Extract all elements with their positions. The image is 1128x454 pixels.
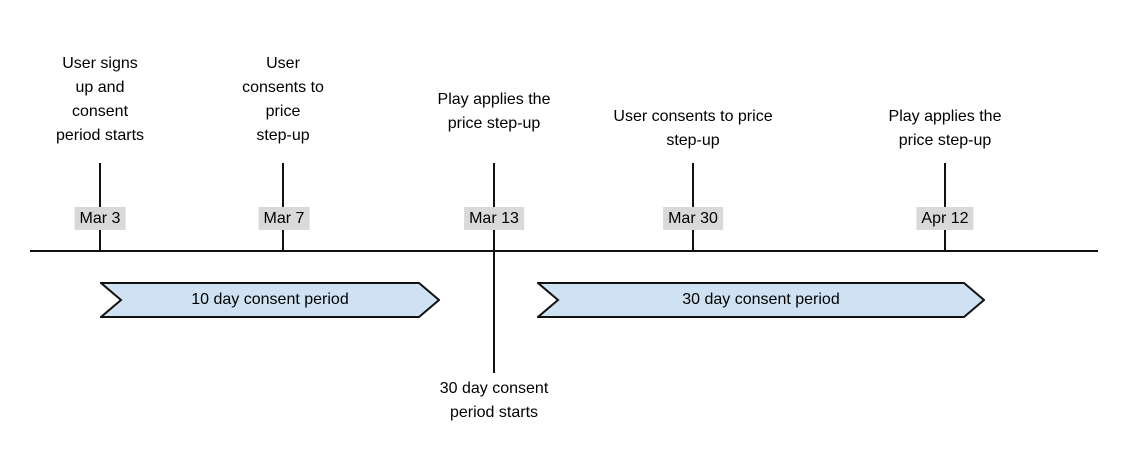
period-banner-30-day: 30 day consent period	[537, 282, 985, 318]
period-banner-10-day: 10 day consent period	[100, 282, 440, 318]
event-tick-mar-13	[493, 163, 495, 373]
event-label-play-applies-1: Play applies the price step-up	[437, 91, 551, 132]
period-banner-10-day-label: 10 day consent period	[191, 291, 349, 308]
date-label-mar-13: Mar 13	[464, 207, 524, 230]
date-label-mar-30: Mar 30	[663, 207, 723, 230]
event-label-user-signs-up: User signs up and consent period starts	[55, 55, 145, 144]
chevron-arrow-shape	[100, 282, 440, 318]
date-label-mar-7: Mar 7	[258, 207, 310, 230]
event-label-play-applies-2: Play applies the price step-up	[888, 108, 1002, 149]
date-label-apr-12: Apr 12	[916, 207, 974, 230]
event-label-user-consents-2: User consents to price step-up	[613, 108, 773, 149]
chevron-arrow-shape	[537, 282, 985, 318]
period-banner-30-day-label: 30 day consent period	[682, 291, 840, 308]
event-label-user-consents-1: User consents to price step-up	[242, 55, 324, 144]
timeline-axis	[30, 250, 1098, 252]
note-30-day-consent-period-starts: 30 day consent period starts	[439, 380, 549, 421]
date-label-mar-3: Mar 3	[74, 207, 126, 230]
